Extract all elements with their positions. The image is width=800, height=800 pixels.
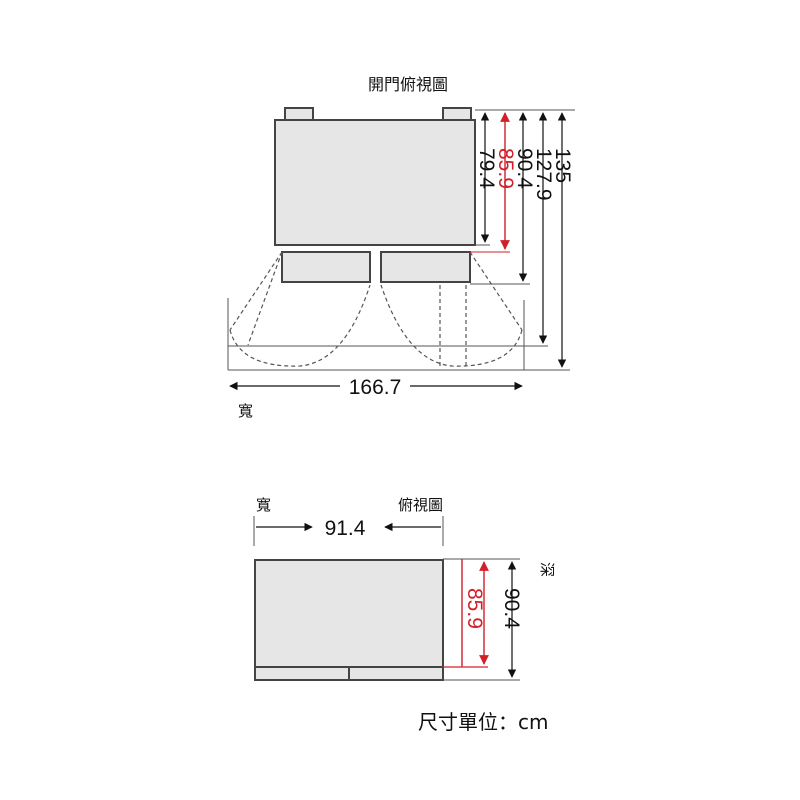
depth-label-90-4: 90.4	[513, 148, 536, 189]
unit-note: 尺寸單位：cm	[418, 710, 548, 734]
door-swing-arcs	[229, 251, 523, 368]
bottom-view: 寬 俯視圖 91.4 85.9 90.4 深	[253, 496, 556, 681]
depth-label-135: 135	[551, 148, 574, 183]
top-view-title: 開門俯視圖	[368, 75, 448, 94]
depth-label-127-9: 127.9	[532, 148, 555, 201]
top-view: 開門俯視圖	[227, 75, 575, 420]
fridge-body-closed	[254, 559, 444, 668]
depth-caption: 深	[538, 562, 556, 577]
bottom-width-caption: 寬	[256, 496, 271, 514]
left-door-closed	[254, 666, 350, 681]
right-door	[380, 251, 471, 283]
fridge-body	[274, 119, 476, 246]
right-door-closed	[348, 666, 444, 681]
bottom-view-title: 俯視圖	[398, 496, 443, 514]
left-door	[281, 251, 371, 283]
depth-labels: 79.4 85.9 90.4 127.9 135	[475, 148, 574, 201]
bottom-width-label-91-4: 91.4	[325, 517, 366, 540]
depth-label-79-4: 79.4	[475, 148, 498, 189]
bottom-depth-label-85-9: 85.9	[463, 588, 486, 629]
depth-label-85-9: 85.9	[494, 148, 517, 189]
width-caption: 寬	[238, 402, 253, 420]
width-label-166-7: 166.7	[349, 376, 402, 399]
bottom-depth-label-90-4: 90.4	[500, 588, 523, 629]
